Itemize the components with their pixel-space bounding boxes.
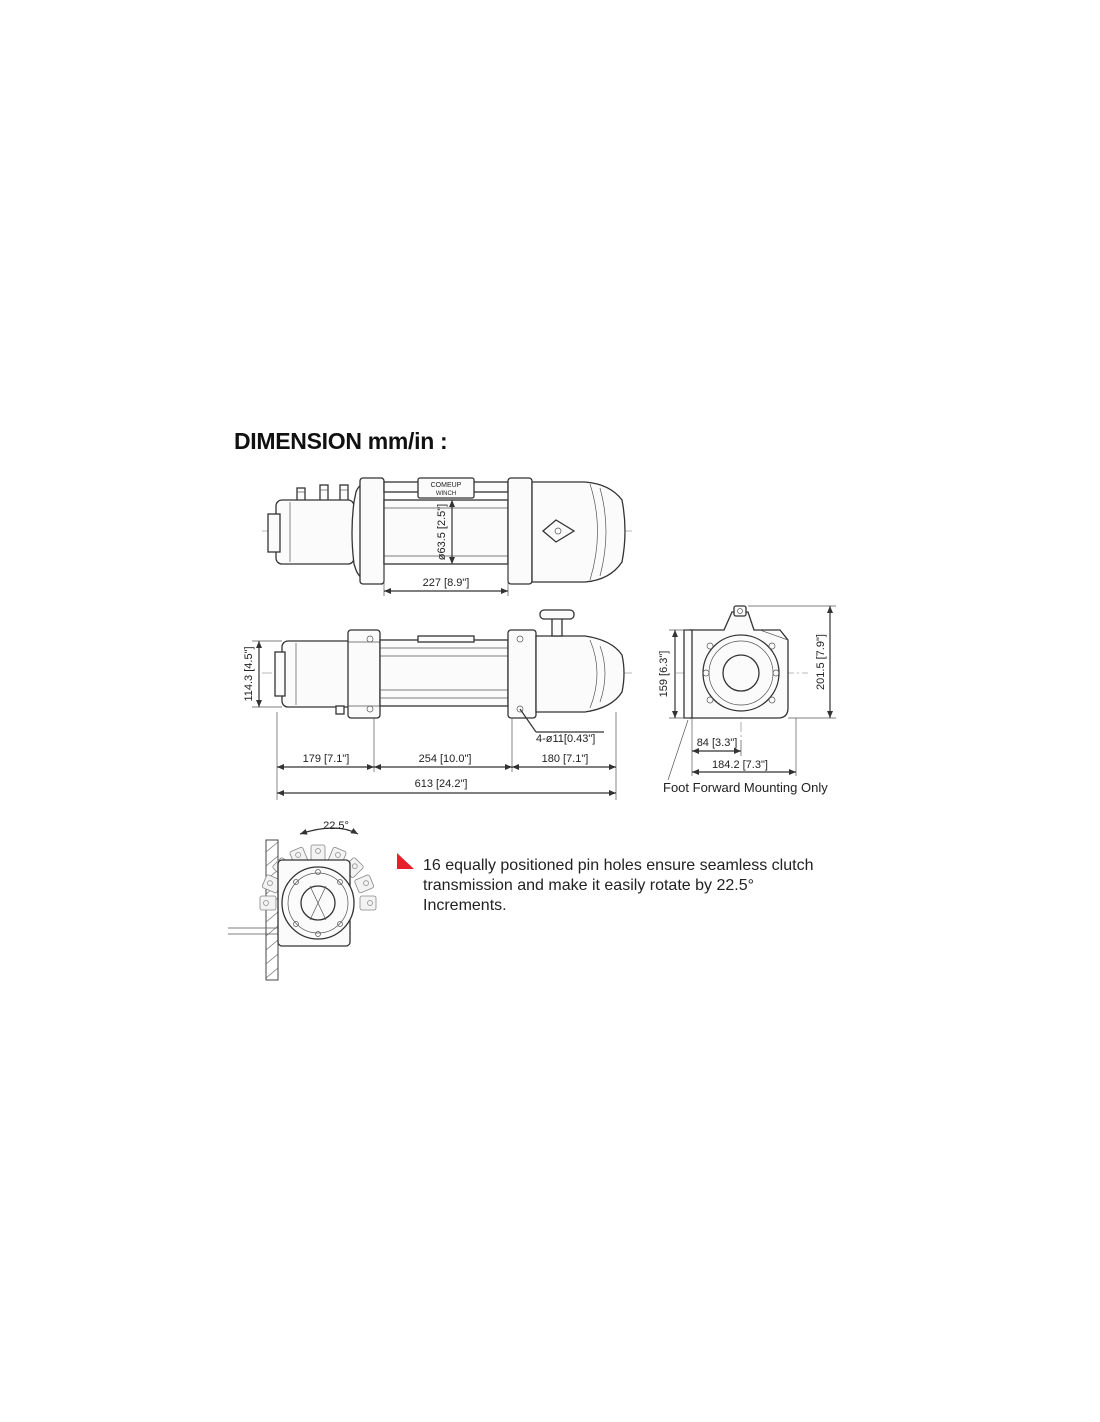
clutch-lever-icon [541,519,576,543]
drum-diameter-label: ø63.5 [2.5"] [436,504,448,561]
logo-line-2: WINCH [436,491,456,497]
drum-length-label: 227 [8.9"] [423,577,470,589]
feature-note-line-3: Increments. [423,897,507,914]
foot-offset-label: 84 [3.3"] [697,737,738,749]
bolt-holes-label: 4-ø11[0.43"] [536,733,595,745]
motor-section-label: 179 [7.1"] [303,753,350,765]
top-view: COMEUP WINCH ø63.5 [2.5"] 227 [8.9"] [262,477,632,596]
red-triangle-icon [397,853,414,869]
foot-width-label: 184.2 [7.3"] [712,759,768,771]
rotation-position-mark [359,895,377,911]
rotation-position-mark [354,874,375,894]
overall-height-label: 201.5 [7.9"] [815,634,827,690]
rotation-position-mark [259,895,277,911]
logo-line-1: COMEUP [431,482,462,489]
gear-section-label: 180 [7.1"] [542,753,589,765]
rotation-detail: 22.5° [228,820,377,981]
feature-note-line-1: 16 equally positioned pin holes ensure s… [423,857,813,874]
feature-note: 16 equally positioned pin holes ensure s… [397,853,813,914]
drum-section-label: 254 [10.0"] [419,753,472,765]
mounting-note: Foot Forward Mounting Only [663,780,828,795]
overall-length-label: 613 [24.2"] [415,778,468,790]
page-title: DIMENSION mm/in : [234,428,448,454]
angle-label: 22.5° [323,820,349,832]
foot-height-label: 159 [6.3"] [658,651,670,698]
motor-height-label: 114.3 [4.5"] [243,646,255,701]
brand-logo-plate [417,477,475,499]
front-view: 114.3 [4.5"] 4-ø11[0.43"] 179 [7.1"] 254… [243,609,632,800]
rotation-position-mark [310,844,326,862]
clutch-knob-icon [539,609,575,637]
side-view: 159 [6.3"] 201.5 [7.9"] 84 [3.3"] 184.2 … [658,605,836,795]
feature-note-line-2: transmission and make it easily rotate b… [423,877,754,894]
